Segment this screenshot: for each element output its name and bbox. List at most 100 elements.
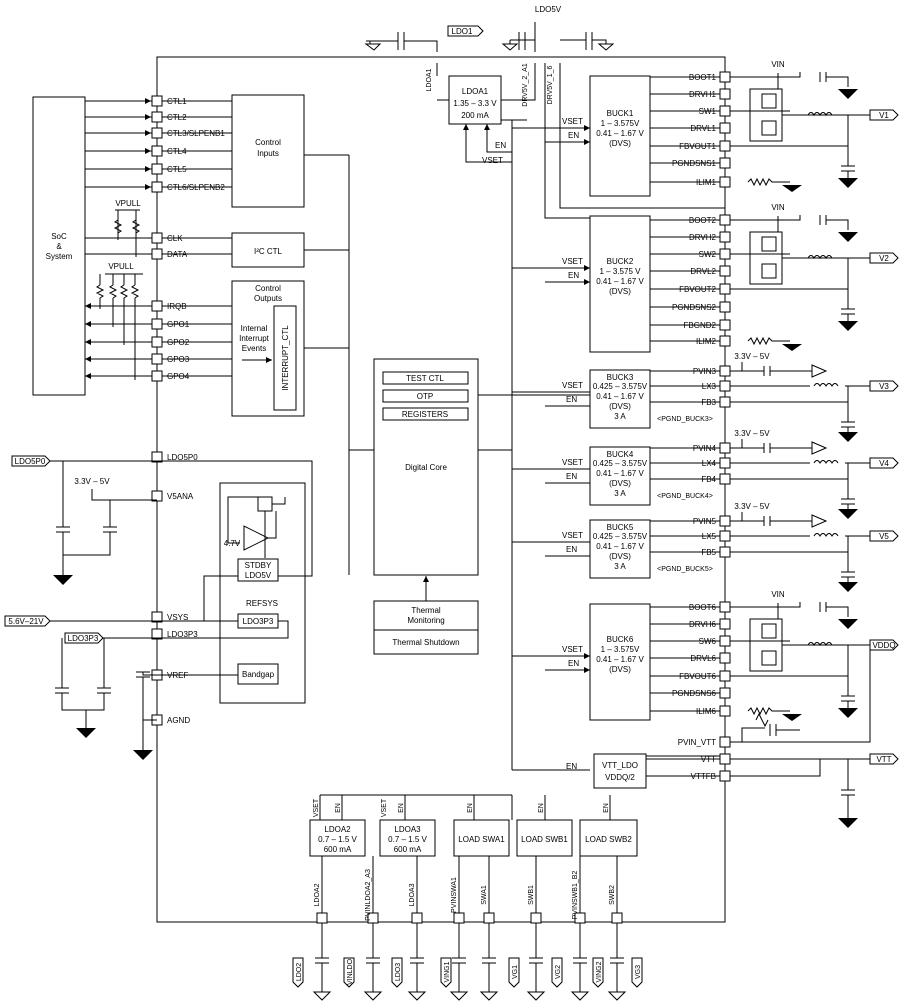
- bottom-cap: [482, 940, 496, 992]
- bottom-tag: [592, 957, 604, 988]
- buck-pin-pad: [719, 670, 731, 682]
- stdby-label-1: STDBY: [245, 561, 272, 570]
- buck-en-label: EN: [568, 131, 579, 140]
- pgnd-label: <PGND_BUCK4>: [657, 493, 713, 500]
- ground-symbol: [838, 178, 858, 188]
- inductor: [807, 642, 833, 646]
- ic-outline: [156, 56, 726, 923]
- buck-pin-pad: [719, 105, 731, 117]
- ilim-resistor: [747, 706, 790, 716]
- vin-label: VIN: [771, 203, 785, 212]
- buck-pin-pad: [719, 231, 731, 243]
- vin-label: VIN: [771, 590, 785, 599]
- buck-pin-pad: [719, 515, 731, 527]
- ldo3p3-tag: [64, 632, 104, 644]
- left-pin-pad: [151, 95, 163, 107]
- arrowhead: [85, 321, 91, 327]
- buck-en-label: EN: [568, 659, 579, 668]
- output-tag-label: V4: [879, 459, 889, 468]
- buck-name: BUCK4: [607, 450, 634, 459]
- ldo5v-top-label: LDO5V: [535, 5, 562, 14]
- buck-vset-label: VSET: [562, 531, 583, 540]
- digital-bus: [304, 120, 590, 770]
- bottom-cap: [610, 940, 624, 992]
- bottom-ctl-label: EN: [538, 803, 545, 813]
- bottom-tag-label: VG1: [512, 965, 519, 979]
- bottom-cap: [529, 940, 543, 992]
- ground-symbol: [838, 432, 858, 442]
- test-ctl-block: [382, 371, 469, 385]
- refsys-label: REFSYS: [246, 599, 278, 608]
- cap-triangle: [811, 364, 828, 378]
- power-stage-wire: [730, 215, 849, 290]
- inductor: [807, 112, 833, 116]
- arrowhead: [145, 114, 151, 120]
- buck-name: BUCK2: [607, 257, 634, 266]
- buck-block: [589, 75, 651, 197]
- bottom-cap: [452, 940, 466, 992]
- left-pin-pad: [151, 163, 163, 175]
- bottom-pin-label: LDOA3: [409, 883, 416, 906]
- buck-pin-pad: [719, 687, 731, 699]
- bottom-block-range: 0.7 – 1.5 V: [388, 835, 427, 844]
- ldoa1-name: LDOA1: [462, 87, 489, 96]
- bottom-bus: [319, 769, 611, 820]
- ground-symbol: [838, 818, 858, 828]
- otp-label: OTP: [417, 392, 433, 401]
- buck-dvs: (DVS): [609, 552, 631, 561]
- ldo5p0-tag-label: LDO5P0: [15, 457, 46, 466]
- bottom-block-current: 600 mA: [324, 845, 352, 854]
- vtt-ldo-block: [593, 753, 647, 789]
- output-tag-label: V3: [879, 382, 889, 391]
- left-pin-pad: [151, 611, 163, 623]
- output-tag-label: V2: [879, 254, 889, 263]
- buck-pin-pad: [719, 248, 731, 260]
- bottom-block-name: LDOA3: [394, 825, 421, 834]
- ground-symbol: [838, 232, 858, 242]
- cap-triangle: [811, 514, 828, 528]
- buck-pin-pad: [719, 335, 731, 347]
- ground-symbol: [838, 89, 858, 99]
- arrowhead: [85, 356, 91, 362]
- vtt-ldo-name: VTT_LDO: [602, 761, 638, 770]
- cap-triangle: [811, 441, 828, 455]
- output-cap: [841, 115, 855, 178]
- buck-block: [589, 369, 651, 429]
- buck-dvs: (DVS): [609, 665, 631, 674]
- vpull-resistors-2: [95, 284, 140, 299]
- output-tag: [869, 109, 899, 121]
- buck-current: 3 A: [614, 489, 626, 498]
- ground-symbol: [570, 991, 590, 1001]
- supply-label: 3.3V – 5V: [734, 429, 770, 438]
- vin-range-tag: [4, 615, 51, 627]
- left-pin-pad: [151, 336, 163, 348]
- left-pin-group: CTL1CTL2CTL3/SLPENB1CTL4CTL5CTL6/SLPENB2…: [85, 95, 232, 726]
- drv5v-2-a1-label: DRV5V_2_A1: [522, 63, 529, 107]
- control-inputs-block: [231, 94, 305, 208]
- drv5v-1-6-label: DRV5V_1_6: [547, 66, 554, 105]
- control-inputs-label-1: Control: [255, 138, 281, 147]
- ground-symbol: [782, 714, 802, 721]
- bottom-block-name: LOAD SWB2: [585, 835, 632, 844]
- left-pin-pad: [151, 318, 163, 330]
- bottom-tag: [551, 957, 563, 988]
- left-pin-pad: [151, 145, 163, 157]
- left-pin-pad: [151, 232, 163, 244]
- supply-label: 3.3V – 5V: [734, 352, 770, 361]
- bottom-cap: [315, 940, 329, 992]
- vtt-en-label: EN: [566, 762, 577, 771]
- left-pin-pad: [151, 628, 163, 640]
- buck-pin-pad: [719, 473, 731, 485]
- output-tag: [869, 530, 899, 542]
- buck-pin-pad: [719, 283, 731, 295]
- pgnd-label: <PGND_BUCK5>: [657, 566, 713, 573]
- bottom-block-current: 600 mA: [394, 845, 422, 854]
- supply-label: 3.3V – 5V: [734, 502, 770, 511]
- ldo1-tag-label: LDO1: [452, 27, 473, 36]
- ldo3p3-block-label: LDO3P3: [243, 617, 274, 626]
- buck-block: [589, 603, 651, 721]
- vref-wiring: [136, 671, 238, 750]
- output-cap: [841, 258, 855, 321]
